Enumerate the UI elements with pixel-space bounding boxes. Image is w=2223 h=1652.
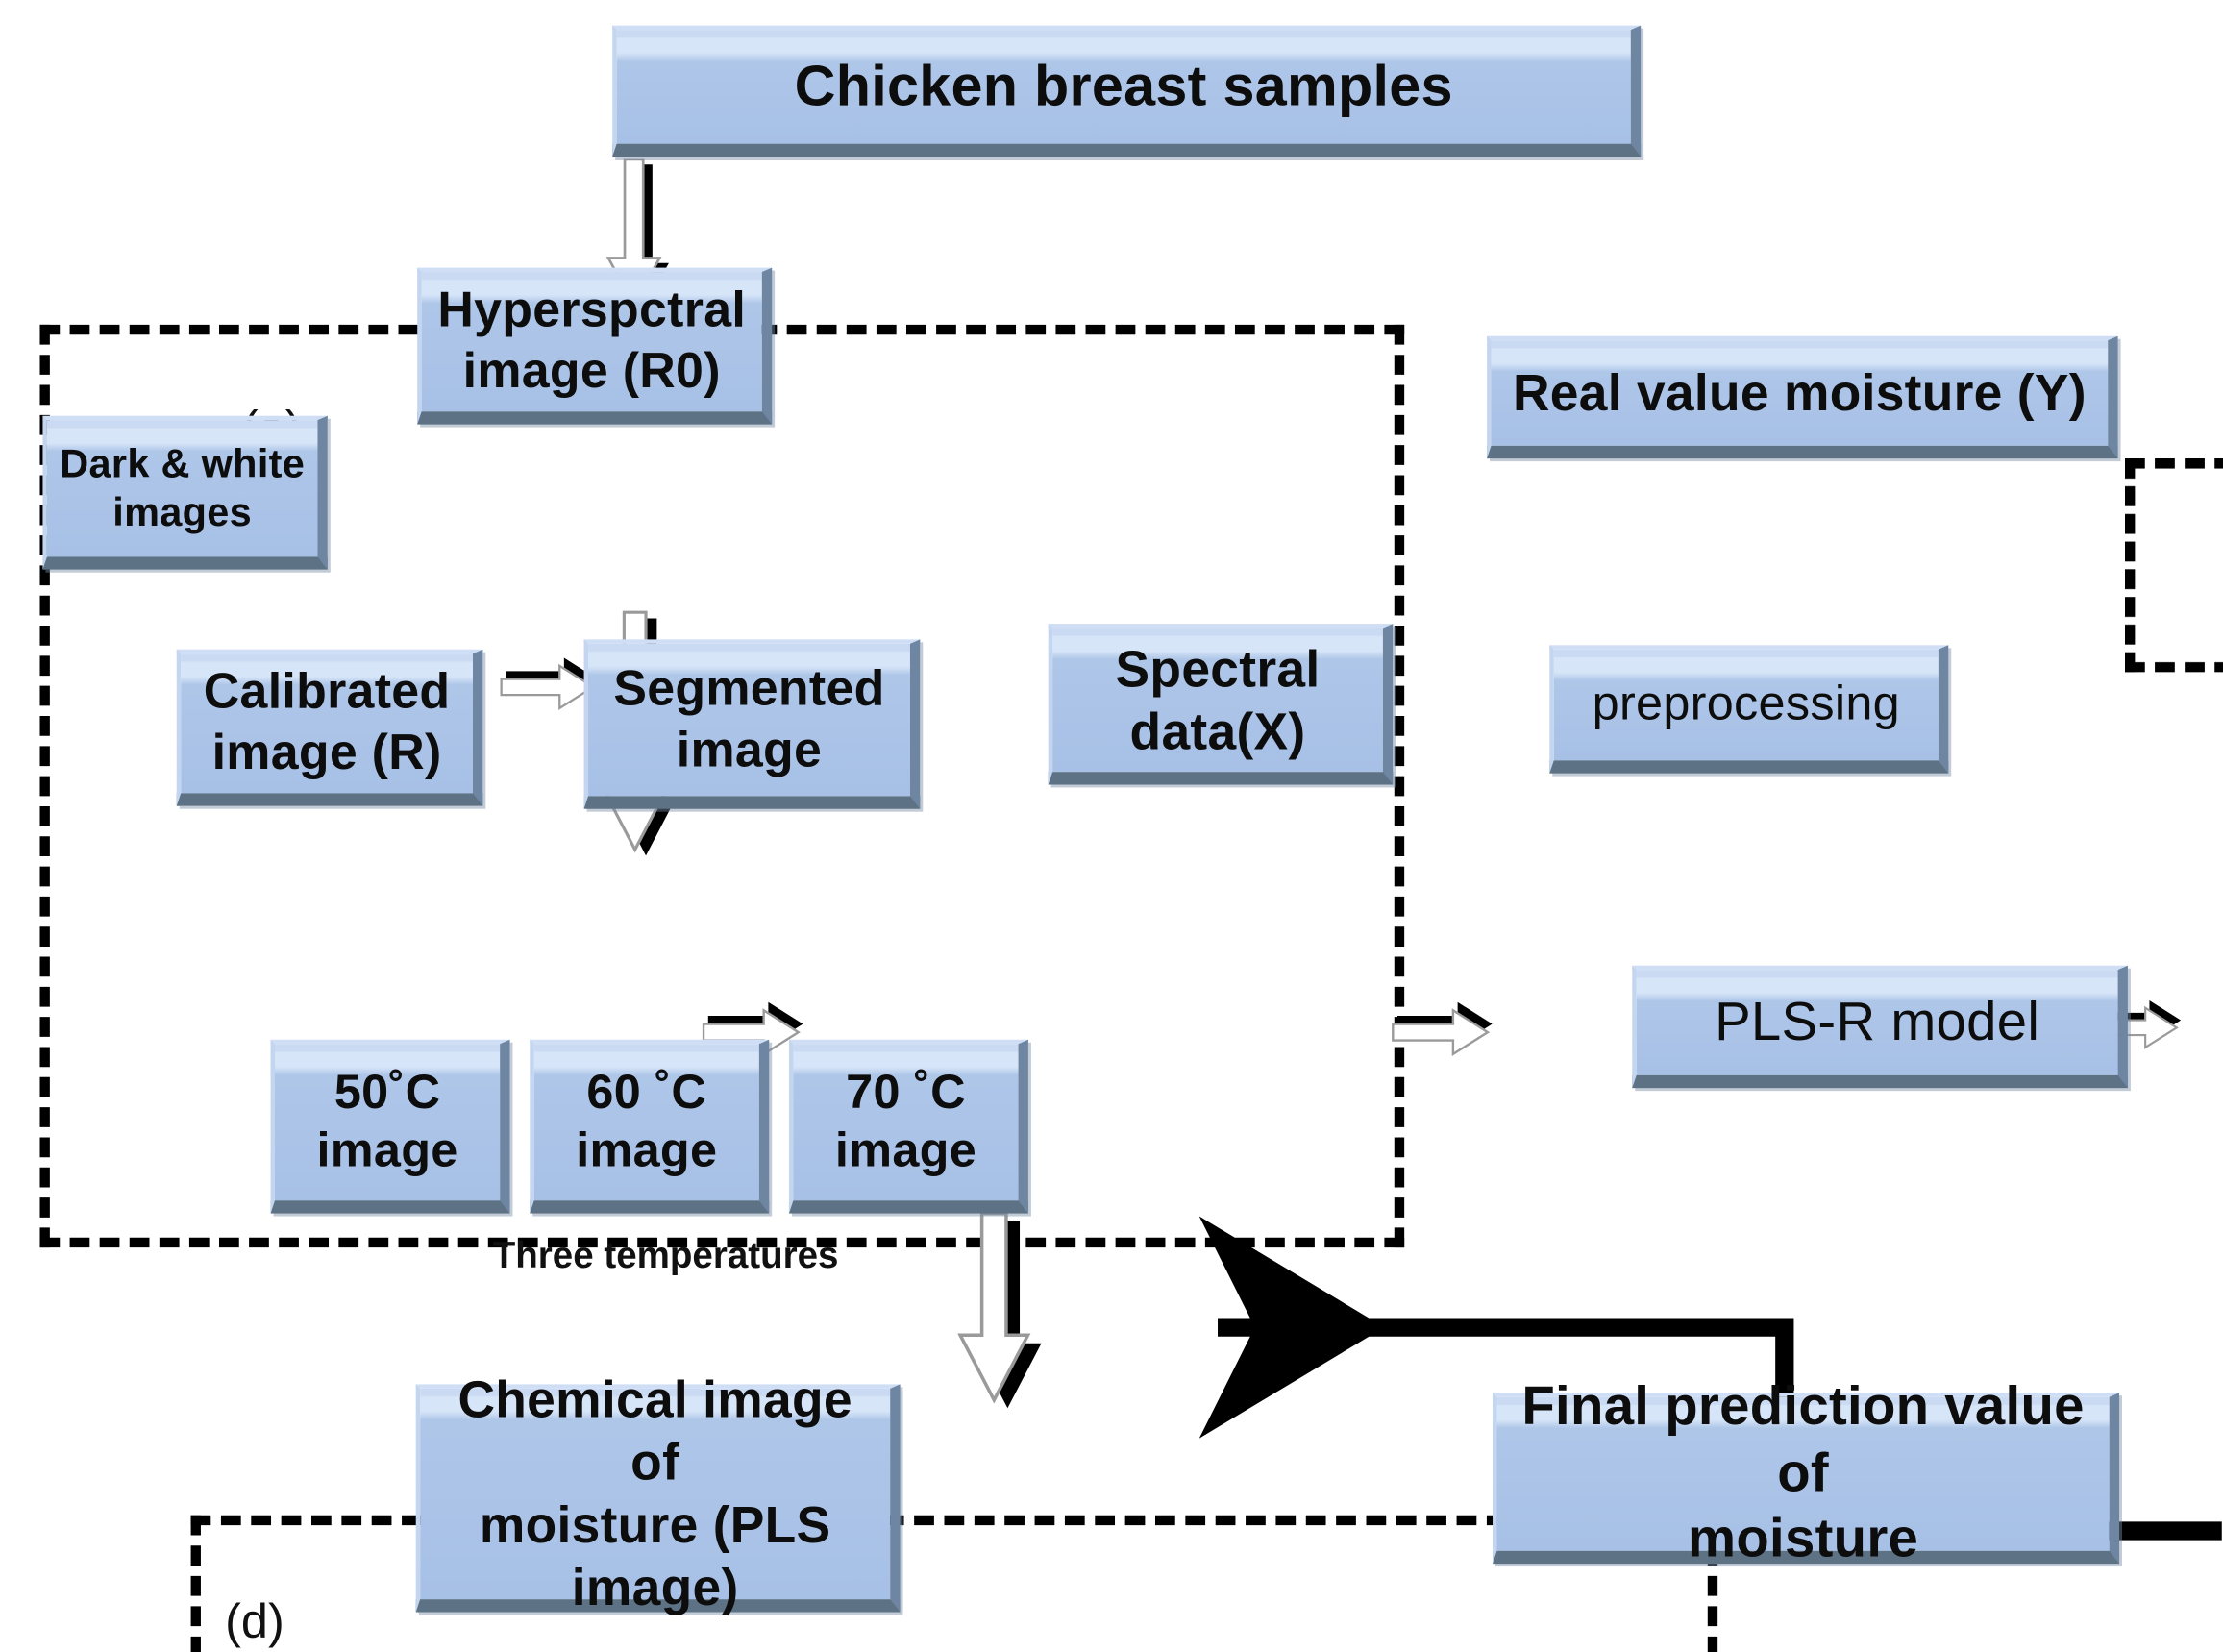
node-label: Calibrated image (R): [203, 664, 451, 781]
node-label: Segmented image: [613, 660, 885, 777]
node-segmented-image[interactable]: Segmented image: [583, 639, 921, 809]
node-label: Chemical image of moisture (PLS image): [457, 1369, 852, 1616]
node-dark-and-white-images[interactable]: Dark & white images: [42, 415, 328, 570]
group-d-label: (d): [225, 1594, 284, 1650]
node-label: Dark & white images: [60, 441, 306, 534]
node-label: Final prediction value of moisture: [1521, 1377, 2085, 1570]
node-label: Spectral data(X): [1115, 638, 1321, 760]
node-label: 70 ˚C image: [834, 1064, 977, 1178]
node-label: preprocessing: [1592, 677, 1900, 731]
node-label: Real value moisture (Y): [1512, 362, 2087, 422]
node-chemical-image-of-moisture[interactable]: Chemical image of moisture (PLS image): [415, 1370, 901, 1616]
arrow-segmented-to-spectral: [1392, 1000, 1494, 1056]
node-temperature-image-70c[interactable]: 70 ˚C image: [788, 1039, 1028, 1214]
node-label: 60 ˚C image: [576, 1064, 718, 1178]
group-b-reference-values: [2124, 458, 2223, 673]
caption-three-temperatures: Three temperatures: [492, 1233, 839, 1276]
node-spectral-data[interactable]: Spectral data(X): [1048, 624, 1394, 785]
node-label: 50˚C image: [316, 1064, 458, 1178]
node-calibrated-image[interactable]: Calibrated image (R): [176, 649, 483, 806]
node-temperature-image-60c[interactable]: 60 ˚C image: [530, 1039, 770, 1214]
node-plsr-model[interactable]: PLS-R model: [1632, 965, 2128, 1089]
node-chicken-breast-samples[interactable]: Chicken breast samples: [612, 25, 1642, 158]
node-final-prediction-value[interactable]: Final prediction value of moisture: [1493, 1378, 2120, 1569]
group-d-chemical-imaging: [190, 1515, 1718, 1652]
node-label: PLS-R model: [1715, 992, 2040, 1052]
node-real-value-moisture[interactable]: Real value moisture (Y): [1487, 335, 2118, 459]
node-temperature-image-50c[interactable]: 50˚C image: [270, 1039, 510, 1214]
node-label: Hyperspctral image (R0): [437, 282, 747, 399]
node-hyperspectral-image[interactable]: Hyperspctral image (R0): [417, 267, 773, 425]
node-preprocessing[interactable]: preprocessing: [1549, 645, 1949, 774]
node-label: Chicken breast samples: [794, 55, 1453, 118]
